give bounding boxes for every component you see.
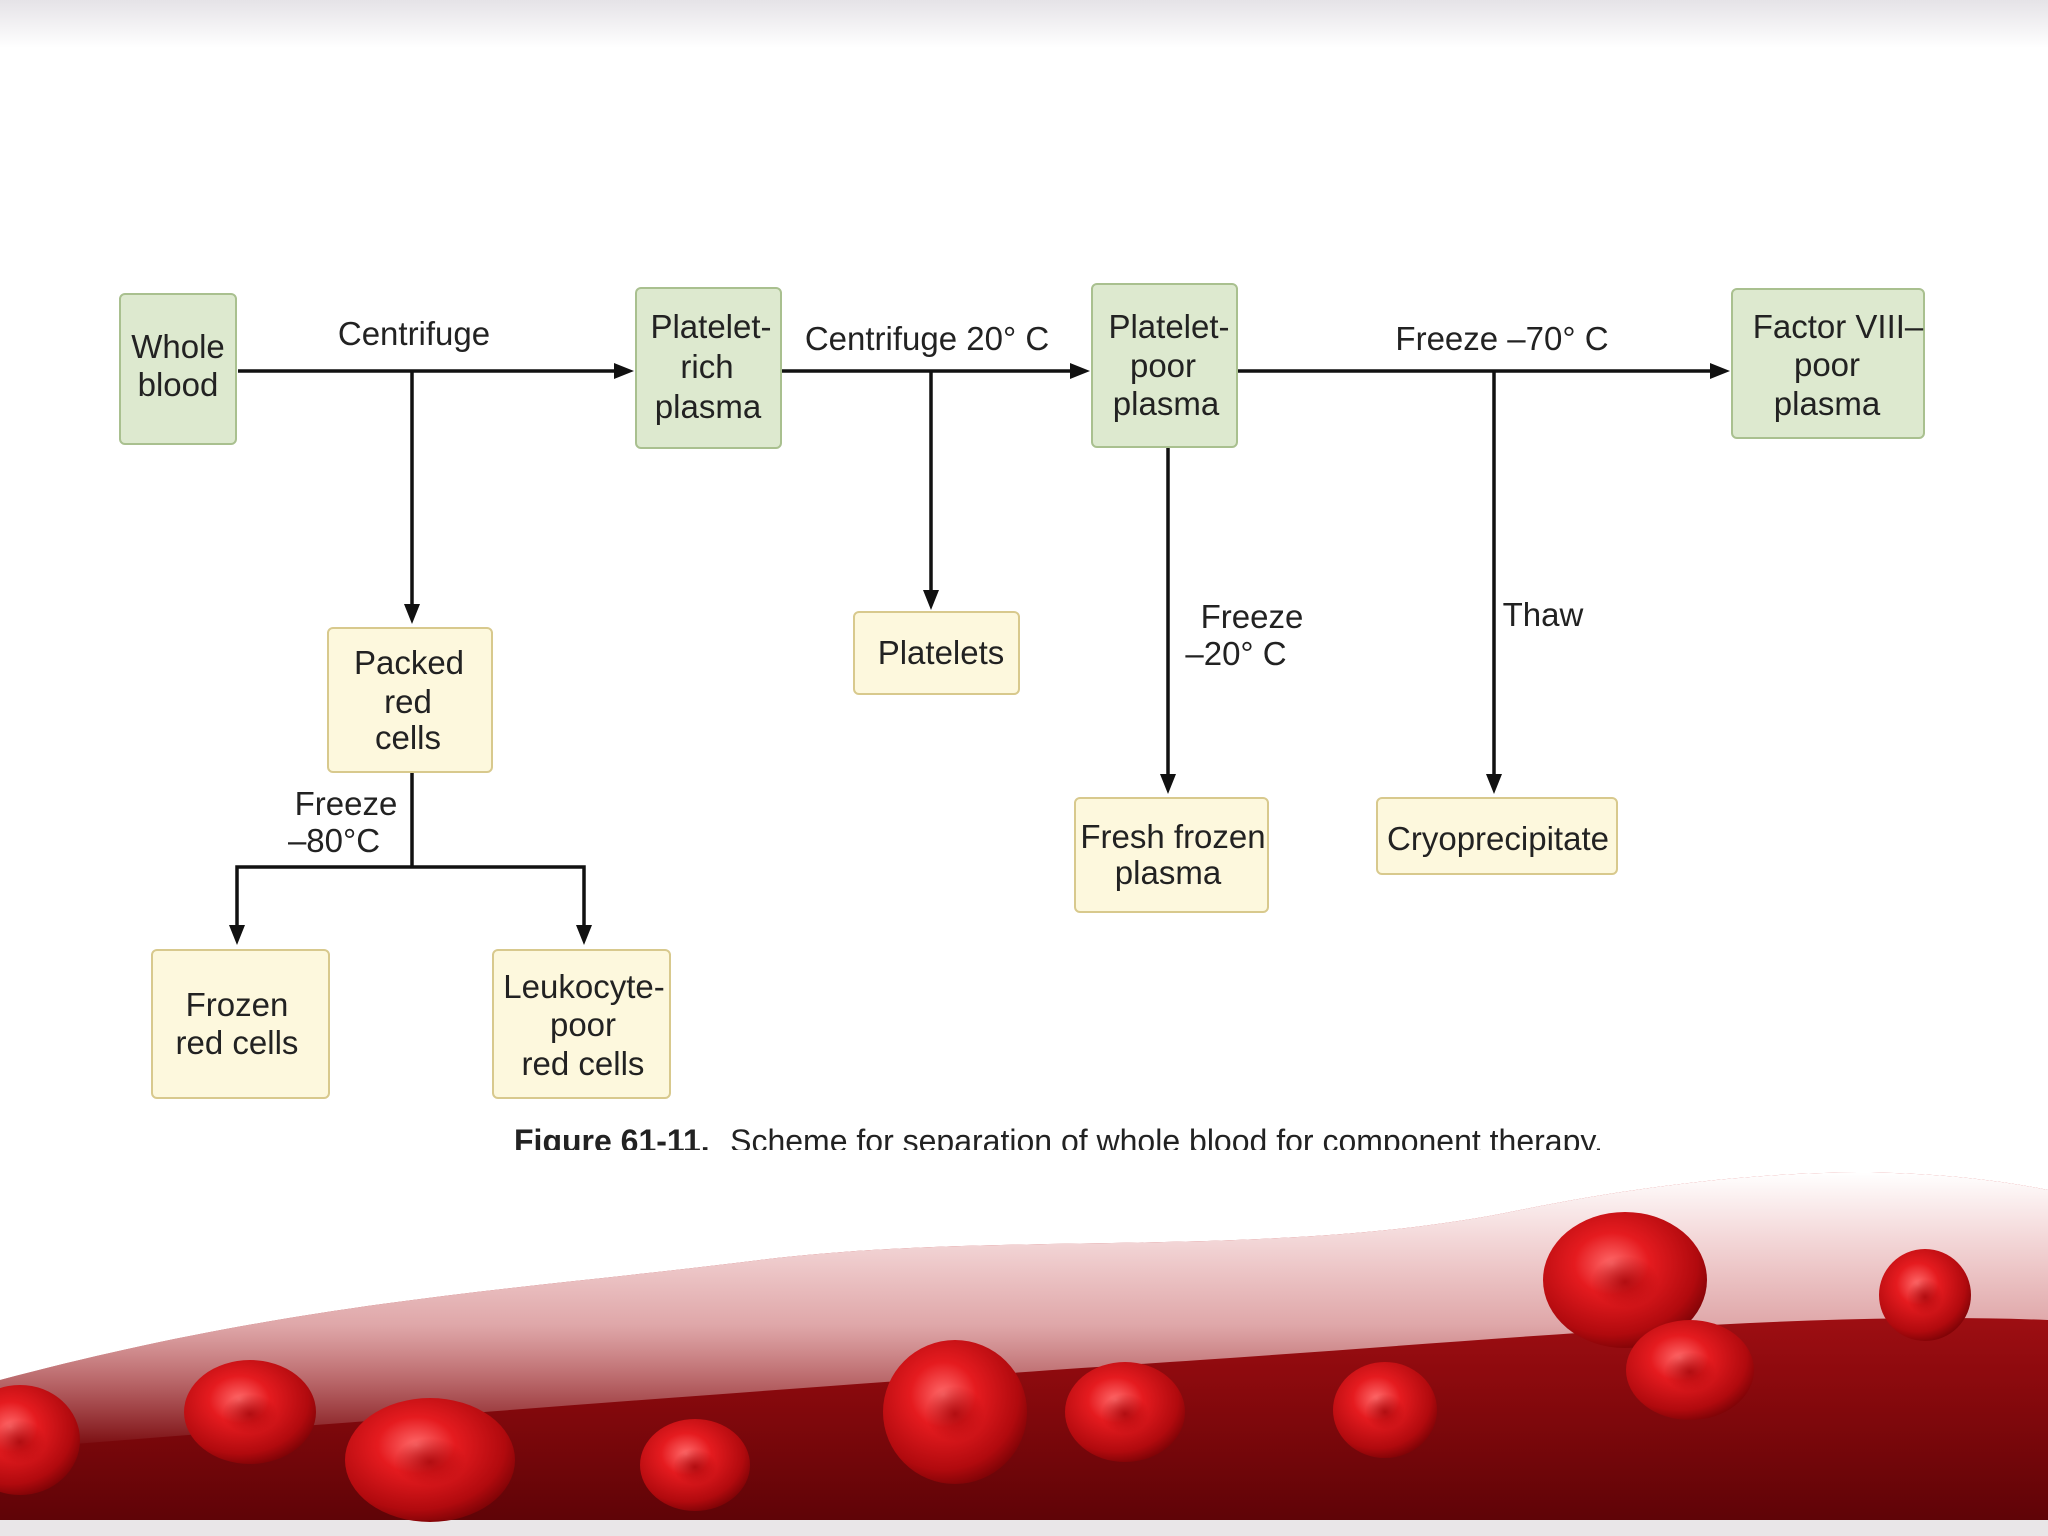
node-text: red cells xyxy=(176,1024,299,1061)
node-text: red cells xyxy=(522,1045,645,1082)
node-text: poor xyxy=(1794,346,1860,383)
top-band xyxy=(0,0,2048,48)
node-text: blood xyxy=(138,366,219,403)
node-cryoprecipitate: Cryoprecipitate xyxy=(1376,797,1618,875)
label-freeze-minus70: Freeze –70° C xyxy=(1395,320,1608,357)
node-text: Platelets xyxy=(878,634,1005,671)
arrowhead-down-icon xyxy=(1160,774,1176,794)
blood-cell-icon xyxy=(1879,1249,1971,1341)
node-text: Whole xyxy=(131,328,225,365)
label-freeze-minus80-line1: Freeze xyxy=(295,785,398,822)
label-freeze-minus20-line1: Freeze xyxy=(1201,598,1304,635)
node-text: Cryoprecipitate xyxy=(1387,820,1609,857)
blood-cell-icon xyxy=(1626,1320,1754,1420)
blood-cell-icon xyxy=(1333,1362,1437,1458)
arrowhead-down-icon xyxy=(576,925,592,945)
blood-cell-icon xyxy=(184,1360,316,1464)
blood-cell-icon xyxy=(0,1385,80,1495)
node-text: plasma xyxy=(1115,854,1222,891)
label-centrifuge: Centrifuge xyxy=(338,315,490,352)
arrowhead-right-icon xyxy=(1070,363,1090,379)
node-text: Packed xyxy=(354,644,464,681)
node-text: cells xyxy=(375,719,441,756)
arrowhead-down-icon xyxy=(404,604,420,624)
node-text: poor xyxy=(1130,347,1196,384)
node-text: rich xyxy=(680,348,733,385)
node-fresh-frozen-plasma: Fresh frozen plasma xyxy=(1074,797,1269,913)
label-thaw: Thaw xyxy=(1503,596,1584,633)
node-text: plasma xyxy=(1113,385,1220,422)
node-factor-viii-poor-plasma: Factor VIII– poor plasma xyxy=(1731,288,1925,439)
blood-cell-icon xyxy=(1065,1362,1185,1462)
node-text: plasma xyxy=(655,388,762,425)
arrowhead-down-icon xyxy=(229,925,245,945)
node-text: Platelet- xyxy=(650,308,771,345)
node-packed-red-cells: Packed red cells xyxy=(327,627,493,773)
node-text: Factor VIII– xyxy=(1753,308,1924,345)
node-whole-blood: Whole blood xyxy=(119,293,237,445)
blood-cell-icon xyxy=(883,1340,1027,1484)
node-text: Fresh frozen xyxy=(1080,818,1265,855)
blood-cell-icon xyxy=(640,1419,750,1511)
connectors xyxy=(229,363,1730,945)
node-text: red xyxy=(384,683,432,720)
node-leukocyte-poor-red-cells: Leukocyte- poor red cells xyxy=(492,949,671,1099)
label-freeze-minus80-line2: –80°C xyxy=(288,822,380,859)
label-freeze-minus20-line2: –20° C xyxy=(1185,635,1286,672)
arrowhead-down-icon xyxy=(923,590,939,610)
node-frozen-red-cells: Frozen red cells xyxy=(151,949,330,1099)
arrowhead-right-icon xyxy=(1710,363,1730,379)
node-platelet-rich-plasma: Platelet- rich plasma xyxy=(635,287,782,449)
arrowhead-down-icon xyxy=(1486,774,1502,794)
node-text: Leukocyte- xyxy=(503,968,664,1005)
node-text: Platelet- xyxy=(1108,308,1229,345)
flow-diagram: Centrifuge Centrifuge 20° C Freeze –70° … xyxy=(119,283,1925,1159)
arrowhead-right-icon xyxy=(614,363,634,379)
label-centrifuge-20c: Centrifuge 20° C xyxy=(805,320,1049,357)
blood-cell-icon xyxy=(345,1398,515,1522)
node-platelet-poor-plasma: Platelet- poor plasma xyxy=(1091,283,1238,448)
band-haze xyxy=(0,1172,2048,1450)
node-platelets: Platelets xyxy=(853,611,1020,695)
node-text: plasma xyxy=(1774,385,1881,422)
node-text: Frozen xyxy=(186,986,289,1023)
blood-cells-decoration xyxy=(0,1150,2048,1536)
blood-cell-icon xyxy=(1543,1212,1707,1348)
node-text: poor xyxy=(550,1006,616,1043)
edge-packed-fork xyxy=(235,865,586,927)
